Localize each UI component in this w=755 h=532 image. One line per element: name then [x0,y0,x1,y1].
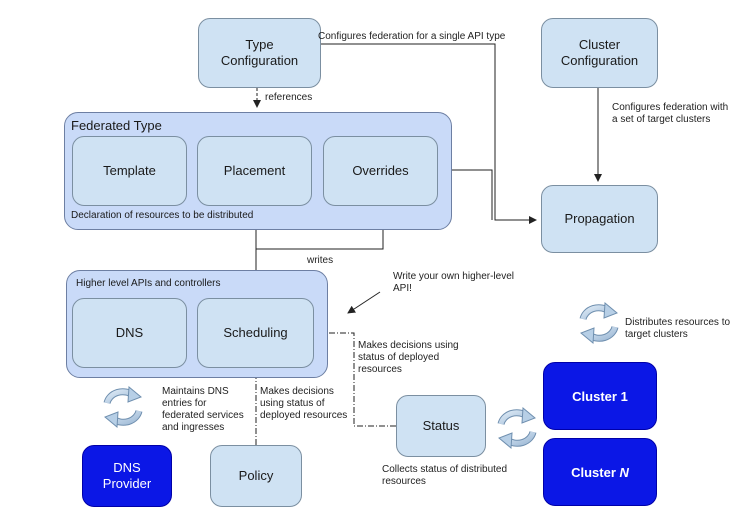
status-label: Status [422,418,460,433]
makes-decisions-policy-label: Makes decisions using status of deployed… [260,386,348,421]
placement-label: Placement [223,163,286,178]
policy-box[interactable]: Policy [210,445,302,507]
type-config-to-propagation-connector [321,43,537,224]
policy-label: Policy [238,468,274,483]
write-own-api-label: Write your own higher-level API! [393,271,514,294]
references-label: references [265,92,313,103]
collects-status-label: Collects status of distributed resources [382,464,508,487]
overrides-box[interactable]: Overrides [323,136,438,206]
type-configuration-box[interactable]: Type Configuration [198,18,321,88]
higher-level-apis-title: Higher level APIs and controllers [76,278,221,289]
type-configuration-label: Type Configuration [220,37,299,68]
status-box[interactable]: Status [396,395,486,457]
dns-sync-cycle-icon [103,385,143,429]
cluster-n-prefix: Cluster [571,464,620,480]
propagation-label: Propagation [564,211,635,226]
federated-type-caption: Declaration of resources to be distribut… [71,210,254,221]
cluster-configuration-label: Cluster Configuration [560,37,639,68]
template-box[interactable]: Template [72,136,187,206]
placement-box[interactable]: Placement [197,136,312,206]
cluster-n-box[interactable]: Cluster N [543,438,657,506]
dns-box[interactable]: DNS [72,298,187,368]
cluster-1-label: Cluster 1 [572,388,628,404]
makes-decisions-status-label: Makes decisions using status of deployed… [358,340,459,375]
dns-provider-label: DNS Provider [102,460,152,491]
dns-provider-box[interactable]: DNS Provider [82,445,172,507]
configures-clusters-label: Configures federation with a set of targ… [612,102,729,125]
status-cycle-icon [497,406,537,450]
cluster-n-label: Cluster N [571,465,629,480]
cluster-configuration-box[interactable]: Cluster Configuration [541,18,658,88]
distributes-label: Distributes resources to target clusters [625,317,731,340]
propagation-box[interactable]: Propagation [541,185,658,253]
cluster-n-italic: N [619,464,629,480]
status-to-scheduling-connector [315,329,396,427]
scheduling-box[interactable]: Scheduling [197,298,314,368]
template-label: Template [103,163,156,178]
writes-label: writes [307,255,334,266]
federated-type-title: Federated Type [71,118,162,133]
write-own-api-connector [347,291,381,314]
configures-single-label: Configures federation for a single API t… [318,31,506,42]
scheduling-label: Scheduling [223,325,288,340]
overrides-label: Overrides [352,163,409,178]
maintains-dns-label: Maintains DNS entries for federated serv… [162,386,244,433]
cluster-1-box[interactable]: Cluster 1 [543,362,657,430]
federated-type-to-propagation-connector [452,169,493,220]
distribute-cycle-icon [579,301,619,345]
dns-label: DNS [115,325,144,340]
